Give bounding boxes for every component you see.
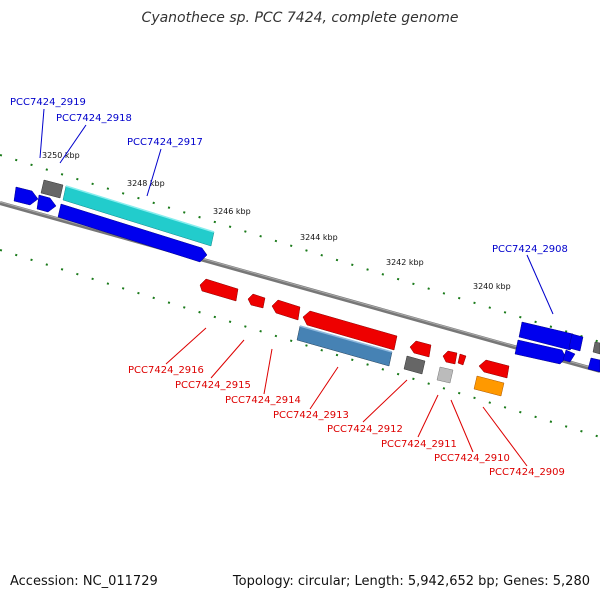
- gene-label-2917[interactable]: PCC7424_2917: [127, 137, 203, 148]
- genome-summary-text: Topology: circular; Length: 5,942,652 bp…: [232, 574, 590, 589]
- gene-arrow[interactable]: [514, 339, 567, 365]
- gene-label-2919[interactable]: PCC7424_2919: [10, 97, 86, 108]
- accession-text: Accession: NC_011729: [10, 574, 158, 589]
- gene-arrow[interactable]: [403, 355, 426, 375]
- reverse-genes: [199, 278, 510, 397]
- gene-arrow[interactable]: [473, 375, 505, 397]
- scale-label: 3244 kbp: [300, 233, 338, 242]
- gene-arrow[interactable]: [57, 203, 208, 263]
- gene-label-2910[interactable]: PCC7424_2910: [434, 453, 510, 464]
- gene-highlight: [299, 325, 393, 353]
- gene-label-2911[interactable]: PCC7424_2911: [381, 439, 457, 450]
- gene-highlight: [65, 185, 215, 233]
- gene-arrow[interactable]: [568, 333, 584, 352]
- gene-label-2916[interactable]: PCC7424_2916: [128, 365, 204, 376]
- scale-label: 3250 kbp: [42, 151, 80, 160]
- forward-leaders: [39, 108, 554, 315]
- gene-label-2913[interactable]: PCC7424_2913: [273, 410, 349, 421]
- scale-labels: 3250 kbp 3248 kbp 3246 kbp 3244 kbp 3242…: [42, 151, 511, 291]
- gene-label-2909[interactable]: PCC7424_2909: [489, 467, 565, 478]
- gene-label-2914[interactable]: PCC7424_2914: [225, 395, 301, 406]
- gene-arrow[interactable]: [199, 278, 239, 302]
- gene-arrow[interactable]: [592, 341, 600, 355]
- scale-label: 3242 kbp: [386, 258, 424, 267]
- forward-labels: PCC7424_2919 PCC7424_2918 PCC7424_2917 P…: [10, 97, 568, 255]
- gene-label-2918[interactable]: PCC7424_2918: [56, 113, 132, 124]
- gene-arrow[interactable]: [478, 359, 510, 379]
- scale-label: 3246 kbp: [213, 207, 251, 216]
- gene-arrow[interactable]: [409, 340, 432, 358]
- gene-arrow[interactable]: [40, 179, 64, 199]
- gene-label-2915[interactable]: PCC7424_2915: [175, 380, 251, 391]
- gene-arrow[interactable]: [302, 310, 398, 351]
- gene-label-2908[interactable]: PCC7424_2908: [492, 244, 568, 255]
- gene-arrow[interactable]: [36, 194, 57, 213]
- gene-arrow[interactable]: [587, 357, 600, 373]
- gene-arrow[interactable]: [271, 299, 301, 321]
- gene-arrow[interactable]: [562, 349, 576, 363]
- reverse-leaders: [165, 327, 528, 467]
- forward-genes: [13, 179, 600, 373]
- gene-label-2912[interactable]: PCC7424_2912: [327, 424, 403, 435]
- gene-arrow[interactable]: [436, 366, 454, 384]
- scale-label: 3248 kbp: [127, 179, 165, 188]
- scale-label: 3240 kbp: [473, 282, 511, 291]
- gene-arrow[interactable]: [457, 353, 467, 366]
- tick-row-inner: [0, 249, 600, 438]
- map-title: Cyanothece sp. PCC 7424, complete genome: [141, 10, 459, 26]
- gene-arrow[interactable]: [247, 293, 266, 309]
- gene-arrow[interactable]: [13, 186, 39, 206]
- reverse-labels: PCC7424_2916 PCC7424_2915 PCC7424_2914 P…: [128, 365, 565, 478]
- gene-arrow[interactable]: [442, 350, 458, 365]
